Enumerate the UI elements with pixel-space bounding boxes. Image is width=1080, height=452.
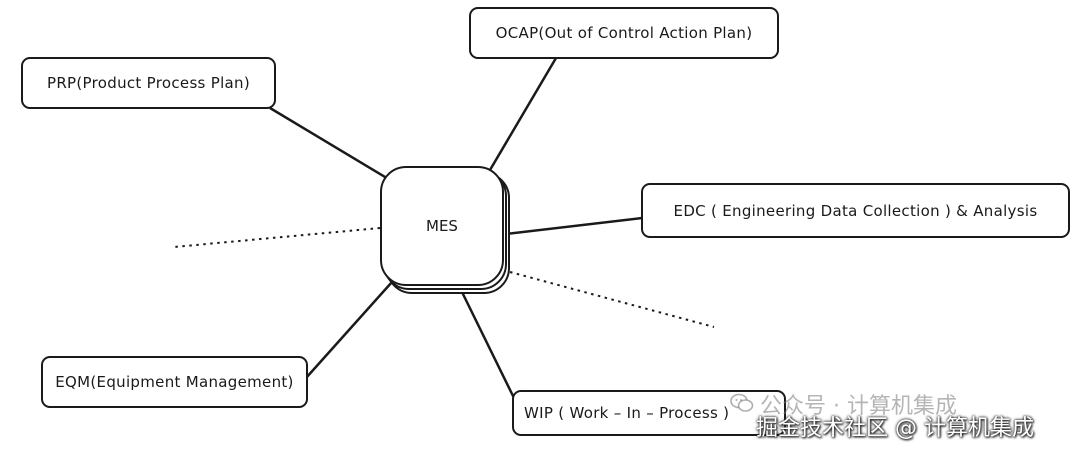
connector-eqm (305, 281, 393, 379)
dotted-connector-left (173, 227, 381, 248)
center-node-mes[interactable]: MES (380, 166, 504, 286)
connector-edc (505, 216, 643, 236)
node-prp[interactable]: PRP(Product Process Plan) (21, 57, 276, 109)
center-node-label: MES (426, 217, 458, 235)
wechat-icon (730, 393, 754, 412)
node-edc-label: EDC ( Engineering Data Collection ) & An… (673, 201, 1038, 220)
node-wip-label: WIP ( Work – In – Process ) (524, 404, 730, 422)
connector-ocap (488, 57, 558, 171)
node-ocap[interactable]: OCAP(Out of Control Action Plan) (469, 7, 779, 59)
connector-wip (460, 291, 516, 399)
watermark-account: 公众号 · 计算机集成 (760, 394, 957, 419)
node-eqm-label: EQM(Equipment Management) (55, 373, 294, 391)
node-wip[interactable]: WIP ( Work – In – Process ) (512, 390, 786, 436)
connector-prp (269, 106, 391, 182)
dotted-connector-right (509, 271, 715, 328)
watermark-community: 掘金技术社区 @ 计算机集成 (756, 416, 1034, 441)
node-edc[interactable]: EDC ( Engineering Data Collection ) & An… (641, 183, 1070, 238)
node-eqm[interactable]: EQM(Equipment Management) (41, 356, 308, 408)
node-prp-label: PRP(Product Process Plan) (46, 74, 251, 92)
node-ocap-label: OCAP(Out of Control Action Plan) (495, 24, 753, 42)
